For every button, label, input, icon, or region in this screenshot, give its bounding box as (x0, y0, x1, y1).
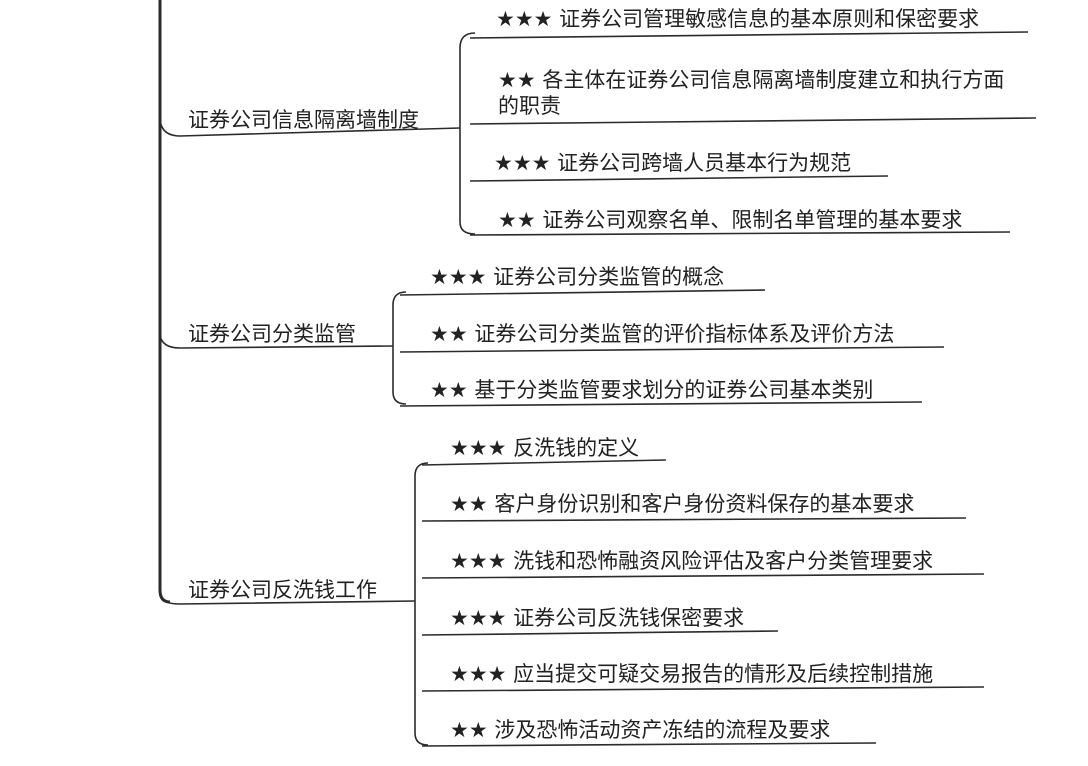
star-rating: ★★★ (450, 662, 507, 686)
leaf-text: 洗钱和恐怖融资风险评估及客户分类管理要求 (513, 549, 934, 573)
b3-underline-5 (421, 686, 985, 692)
branch-3-connector (159, 594, 416, 605)
leaf-text: 应当提交可疑交易报告的情形及后续控制措施 (513, 662, 934, 686)
leaf-text: 证券公司分类监管的概念 (493, 265, 725, 289)
b2-underline-1 (399, 289, 766, 296)
leaf-item: ★★ 证券公司观察名单、限制名单管理的基本要求 (498, 207, 962, 233)
star-rating: ★★ (450, 718, 488, 742)
trunk-line (158, 0, 171, 604)
leaf-text: 证券公司反洗钱保密要求 (513, 606, 745, 630)
b3-underline-1 (421, 459, 667, 466)
b1-underline-4 (469, 231, 1011, 236)
leaf-text: 证券公司管理敏感信息的基本原则和保密要求 (559, 7, 980, 31)
b2-underline-2 (399, 346, 945, 353)
leaf-item: ★★ 各主体在证券公司信息隔离墙制度建立和执行方面的职责 (498, 67, 1008, 119)
b2-underline-3 (399, 401, 923, 407)
b3-underline-4 (421, 630, 779, 636)
leaf-item: ★★★ 洗钱和恐怖融资风险评估及客户分类管理要求 (450, 548, 933, 574)
leaf-item: ★★★ 反洗钱的定义 (450, 435, 639, 461)
star-rating: ★★ (498, 68, 536, 92)
leaf-text: 各主体在证券公司信息隔离墙制度建立和执行方面的职责 (498, 68, 1005, 118)
leaf-text: 反洗钱的定义 (513, 436, 640, 460)
leaf-item: ★★★ 证券公司跨墙人员基本行为规范 (494, 150, 851, 176)
leaf-item: ★★★ 证券公司管理敏感信息的基本原则和保密要求 (496, 6, 979, 32)
leaf-text: 客户身份识别和客户身份资料保存的基本要求 (494, 492, 915, 516)
leaf-text: 证券公司观察名单、限制名单管理的基本要求 (542, 208, 963, 232)
branch-label-info-barrier: 证券公司信息隔离墙制度 (188, 108, 419, 132)
branch-label-anti-money-laundering: 证券公司反洗钱工作 (188, 578, 377, 602)
star-rating: ★★★ (450, 549, 507, 573)
b3-underline-3 (421, 573, 985, 579)
leaf-item: ★★ 证券公司分类监管的评价指标体系及评价方法 (430, 321, 894, 347)
leaf-item: ★★ 基于分类监管要求划分的证券公司基本类别 (430, 377, 873, 403)
b1-underline-2 (469, 117, 1037, 125)
star-rating: ★★ (430, 378, 468, 402)
leaf-item: ★★★ 证券公司反洗钱保密要求 (450, 605, 744, 631)
branch-2-bracket (392, 291, 407, 405)
leaf-item: ★★★ 证券公司分类监管的概念 (430, 264, 724, 290)
leaf-item: ★★ 客户身份识别和客户身份资料保存的基本要求 (450, 491, 914, 517)
star-rating: ★★ (430, 322, 468, 346)
branch-3-bracket (414, 462, 429, 746)
b3-underline-6 (421, 742, 877, 747)
branch-1-connector (159, 119, 461, 137)
leaf-text: 证券公司跨墙人员基本行为规范 (557, 151, 852, 175)
star-rating: ★★★ (450, 436, 507, 460)
leaf-text: 涉及恐怖活动资产冻结的流程及要求 (494, 718, 831, 742)
leaf-text: 证券公司分类监管的评价指标体系及评价方法 (474, 322, 895, 346)
b1-underline-1 (469, 31, 1029, 39)
b3-underline-2 (421, 517, 967, 522)
leaf-item: ★★ 涉及恐怖活动资产冻结的流程及要求 (450, 717, 830, 743)
branch-1-bracket (459, 32, 476, 235)
star-rating: ★★★ (450, 606, 507, 630)
b1-underline-3 (469, 175, 889, 182)
star-rating: ★★★ (494, 151, 551, 175)
branch-label-classification: 证券公司分类监管 (188, 322, 356, 346)
star-rating: ★★ (450, 492, 488, 516)
leaf-item: ★★★ 应当提交可疑交易报告的情形及后续控制措施 (450, 661, 933, 687)
star-rating: ★★★ (496, 7, 553, 31)
star-rating: ★★ (498, 208, 536, 232)
leaf-text: 基于分类监管要求划分的证券公司基本类别 (474, 378, 874, 402)
star-rating: ★★★ (430, 265, 487, 289)
branch-2-connector (159, 334, 394, 349)
